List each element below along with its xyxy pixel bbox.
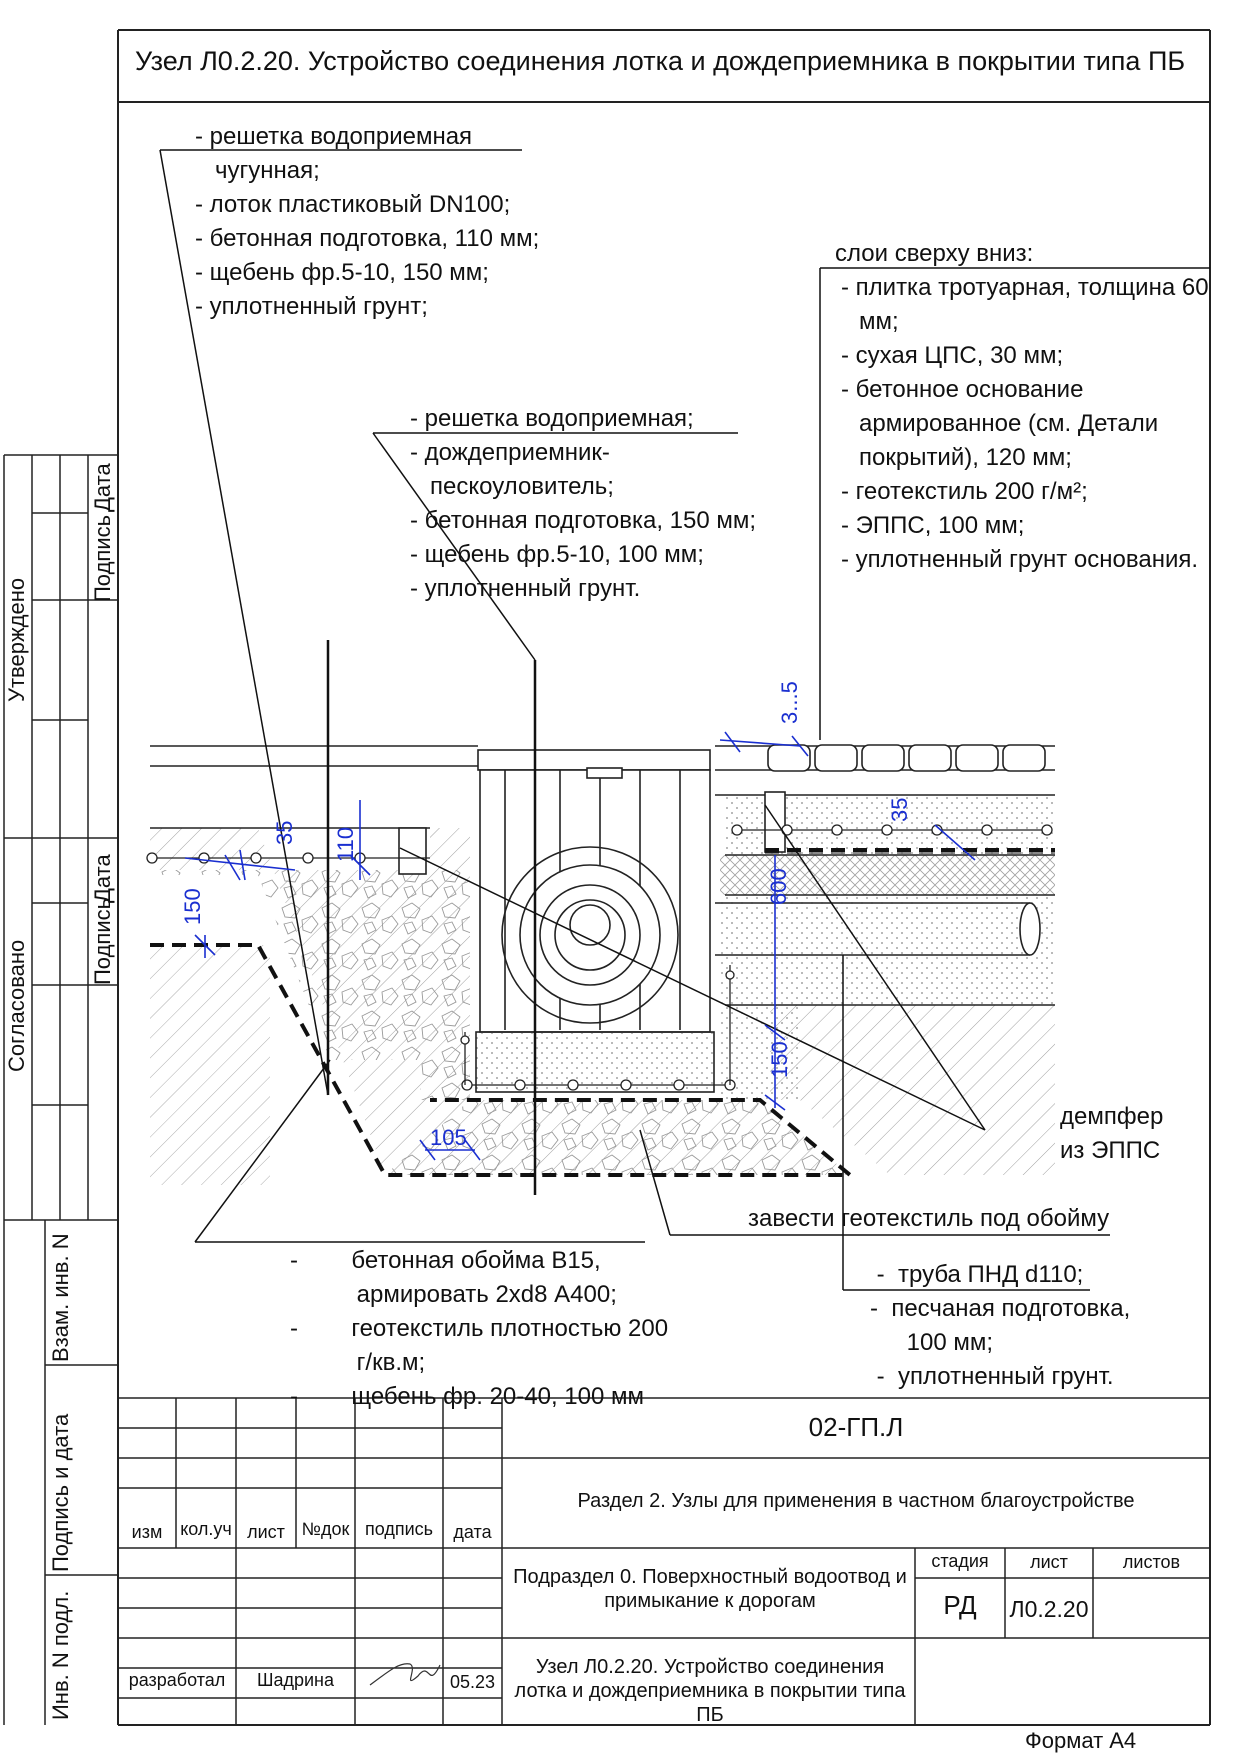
dim-150-left: 150 [180, 888, 205, 925]
sheet-frame [117, 29, 1211, 1726]
callout-line: - песчаная подготовка, [870, 1295, 1131, 1322]
side-label-replaced-inv: Взам. инв. N [48, 1233, 73, 1362]
callout-line: - плитка тротуарная, толщина 60 [841, 274, 1209, 301]
callout-line: - геотекстиль 200 г/м²; [841, 478, 1088, 505]
tray-block [398, 791, 786, 875]
signature [369, 1663, 441, 1686]
callout-line: из ЭППС [1060, 1137, 1161, 1164]
soil-left [150, 828, 850, 1185]
stamp-section: Раздел 2. Узлы для применения в частном … [577, 1490, 1135, 1512]
stamp-grid [118, 1397, 1210, 1725]
callout-line: демпфер [1060, 1103, 1164, 1130]
stamp-node: Узел Л0.2.20. Устройство соединения лотк… [514, 1656, 906, 1726]
dim-3-5: 3...5 [777, 681, 802, 724]
callout-line: пескоуловитель; [430, 473, 614, 500]
inlet-box [475, 749, 715, 1093]
callout-line: - бетонная подготовка, 110 мм; [195, 225, 540, 252]
callout-line: - сухая ЦПС, 30 мм; [841, 342, 1064, 369]
dim-150-right: 150 [767, 1041, 792, 1078]
callout-inlet: - решетка водоприемная; - дождеприемник-… [410, 402, 756, 606]
dim-105: 105 [430, 1125, 467, 1150]
callout-line: - бетонная подготовка, 150 мм; [410, 507, 757, 534]
pipe [715, 902, 1041, 956]
callout-damper: демпфер из ЭППС [1060, 1100, 1163, 1168]
side-label-inv-original: Инв. N подл. [48, 1590, 73, 1720]
side-label-signature-mid: Подпись [90, 897, 115, 985]
left-strip [3, 454, 118, 1725]
stamp-col-data: дата [453, 1522, 492, 1542]
stamp-sheet: Л0.2.20 [1009, 1596, 1089, 1622]
format-label: Формат А4 [1025, 1728, 1137, 1753]
leader-lines [159, 149, 1210, 1291]
callout-pipe: - труба ПНД d110; - песчаная подготовка,… [870, 1258, 1130, 1394]
callout-line: - труба ПНД d110; [870, 1261, 1084, 1288]
stamp-col-list: лист [247, 1522, 285, 1542]
stamp-date: 05.23 [449, 1672, 496, 1692]
callout-line: - бетонное основание [841, 376, 1084, 403]
stamp-developed-label: разработал [128, 1670, 226, 1690]
callout-line: - уплотненный грунт. [870, 1363, 1114, 1390]
callout-line: - уплотненный грунт. [410, 575, 641, 602]
side-label-signature-top: Подпись [90, 514, 115, 602]
callout-line: - щебень фр. 20-40, 100 мм [290, 1383, 644, 1410]
callout-line: - уплотненный грунт основания. [841, 546, 1199, 573]
callout-line: - дождеприемник- [410, 439, 610, 466]
callout-layers: слои сверху вниз: - плитка тротуарная, т… [835, 237, 1209, 577]
stamp-sheets-label: листов [1122, 1552, 1181, 1572]
side-label-date-mid: Дата [90, 854, 115, 903]
stamp-col-koluch: кол.уч [180, 1519, 232, 1539]
callout-line: - щебень фр.5-10, 150 мм; [195, 259, 489, 286]
pavers [767, 744, 1046, 772]
stamp-subsection: Подраздел 0. Поверхностный водоотвод и п… [513, 1566, 907, 1612]
stamp-col-izm: изм [131, 1522, 163, 1542]
stamp-col-ndoc: №док [301, 1519, 350, 1539]
callout-line: - ЭППС, 100 мм; [841, 512, 1025, 539]
dim-35-right: 35 [887, 797, 912, 822]
side-label-agreed: Согласовано [4, 939, 29, 1072]
callout-line: покрытий), 120 мм; [859, 444, 1072, 471]
stamp-doc-code: 02-ГП.Л [808, 1412, 904, 1442]
callout-line: чугунная; [215, 157, 320, 184]
dim-110: 110 [333, 826, 358, 862]
side-label-approved: Утверждено [4, 577, 29, 702]
side-label-date-top: Дата [90, 463, 115, 512]
callout-tray: - решетка водоприемная чугунная; - лоток… [195, 120, 539, 324]
callout-line: армированное (см. Детали [859, 410, 1159, 437]
stamp-developer: Шадрина [256, 1670, 335, 1690]
dim-600: 600 [766, 868, 791, 905]
callout-line: армировать 2xd8 А400; [290, 1281, 617, 1308]
geotextile-dashed [150, 848, 1055, 1177]
callout-line: г/кв.м; [290, 1349, 426, 1376]
callout-shell: - бетонная обойма В15, армировать 2xd8 А… [290, 1244, 668, 1414]
stamp-sheet-label: лист [1030, 1552, 1068, 1572]
callout-line: - бетонная обойма В15, [290, 1247, 601, 1274]
stamp-stage-label: стадия [931, 1551, 989, 1571]
callout-line: - решетка водоприемная [195, 123, 473, 150]
callout-line: - лоток пластиковый DN100; [195, 191, 511, 218]
callout-line: - геотекстиль плотностью 200 [290, 1315, 669, 1342]
dim-35-left: 35 [272, 820, 297, 845]
callout-line: - уплотненный грунт; [195, 293, 428, 320]
page-title: Узел Л0.2.20. Устройство соединения лотк… [135, 46, 1186, 76]
callout-line: слои сверху вниз: [835, 240, 1034, 267]
callout-line: - решетка водоприемная; [410, 405, 694, 432]
callout-geotextile: завести геотекстиль под обойму [748, 1205, 1110, 1232]
callout-line: - щебень фр.5-10, 100 мм; [410, 541, 704, 568]
dimension-lines [184, 731, 976, 1161]
callout-line: 100 мм; [880, 1329, 994, 1356]
stamp-stage: РД [943, 1590, 977, 1620]
side-label-signature-date: Подпись и дата [48, 1413, 73, 1572]
callout-line: мм; [859, 308, 899, 335]
stamp-col-podpis: подпись [364, 1519, 434, 1539]
